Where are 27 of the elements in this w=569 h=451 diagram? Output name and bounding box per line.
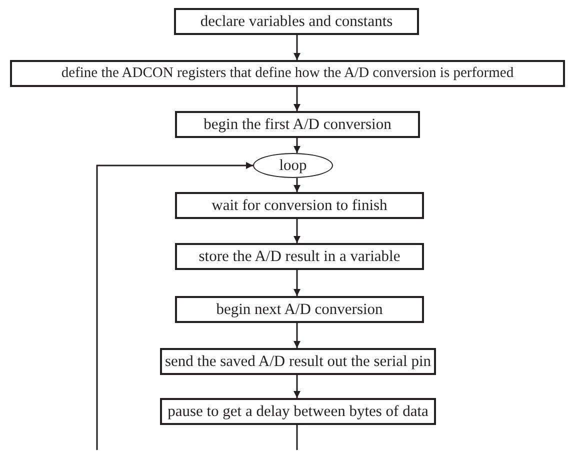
connector-line xyxy=(96,162,253,450)
step-label: wait for conversion to finish xyxy=(212,198,388,214)
connector-line xyxy=(296,425,298,450)
step-label: loop xyxy=(279,158,307,174)
arrow xyxy=(294,138,300,153)
step-label: begin next A/D conversion xyxy=(216,302,383,318)
arrow xyxy=(294,270,300,296)
arrow xyxy=(294,375,300,398)
process-box xyxy=(175,243,424,270)
process-box xyxy=(160,398,436,425)
arrow xyxy=(294,178,300,192)
step-label: send the saved A/D result out the serial pin xyxy=(164,354,432,370)
arrow xyxy=(294,219,300,243)
process-box xyxy=(10,60,565,87)
process-box xyxy=(174,8,419,35)
arrow xyxy=(294,323,300,348)
arrow xyxy=(294,35,300,60)
process-box xyxy=(175,111,420,138)
step-label: begin the first A/D conversion xyxy=(204,116,392,132)
process-box xyxy=(175,296,424,323)
step-label: define the ADCON registers that define how the A/D conversion is performed xyxy=(61,66,514,81)
step-label: declare variables and constants xyxy=(200,14,393,30)
arrow xyxy=(294,87,300,111)
step-label: pause to get a delay between bytes of data xyxy=(168,404,428,420)
step-label: store the A/D result in a variable xyxy=(198,248,400,264)
process-box xyxy=(160,348,436,375)
process-box xyxy=(175,192,424,219)
